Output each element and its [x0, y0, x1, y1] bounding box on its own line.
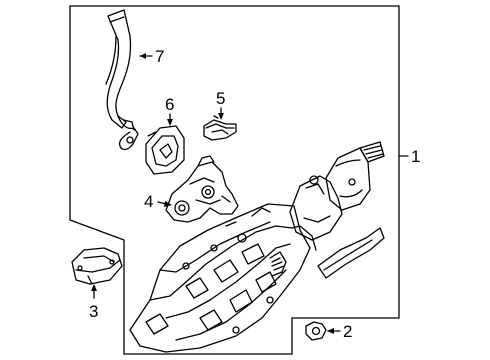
module-part — [71, 247, 123, 285]
shift-lever-part — [105, 9, 139, 151]
callout-6: 6 — [165, 95, 175, 114]
callout-2: 2 — [343, 322, 353, 341]
nut-part — [305, 321, 327, 341]
assembly-boundary-outline — [69, 5, 400, 355]
callout-5: 5 — [216, 89, 226, 108]
callout-4: 4 — [144, 192, 154, 211]
callout-7: 7 — [155, 47, 165, 66]
cover-part — [145, 125, 185, 175]
callout-3: 3 — [89, 302, 99, 321]
bracket-part — [203, 115, 237, 141]
lock-housing-part — [165, 155, 239, 223]
callout-1: 1 — [411, 147, 421, 166]
steering-column-assembly-part — [129, 141, 385, 353]
